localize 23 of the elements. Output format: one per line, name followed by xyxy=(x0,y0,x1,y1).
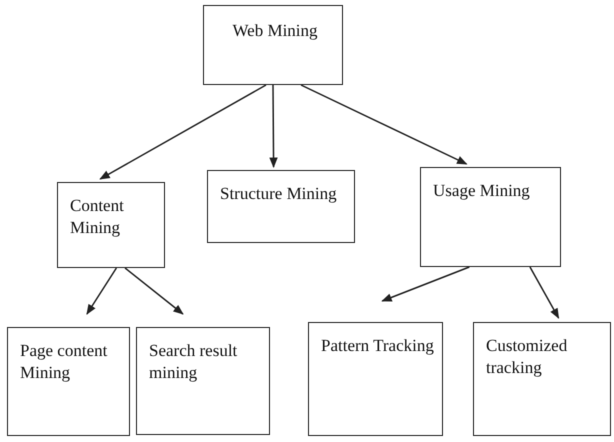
box-label: Search result mining xyxy=(149,340,238,384)
box-label: Page content Mining xyxy=(20,340,108,384)
arrow xyxy=(269,85,278,168)
arrow xyxy=(381,266,470,302)
box-label: Structure Mining xyxy=(220,183,338,205)
arrow xyxy=(300,84,468,165)
box-label: Content Mining xyxy=(70,195,125,240)
arrow xyxy=(529,266,560,319)
category-box xyxy=(57,182,165,268)
arrow xyxy=(99,84,266,180)
box-label: Customized tracking xyxy=(486,335,568,380)
category-box xyxy=(203,5,343,85)
box-label: Web Mining xyxy=(231,20,319,42)
box-label: Usage Mining xyxy=(433,180,531,202)
category-box xyxy=(207,170,355,243)
category-box xyxy=(7,327,130,436)
box-label: Pattern Tracking xyxy=(321,335,434,357)
arrow xyxy=(86,268,118,315)
category-box xyxy=(136,327,270,435)
category-box xyxy=(420,167,561,267)
category-box xyxy=(473,322,611,436)
category-box xyxy=(308,322,443,436)
arrow xyxy=(124,267,184,315)
